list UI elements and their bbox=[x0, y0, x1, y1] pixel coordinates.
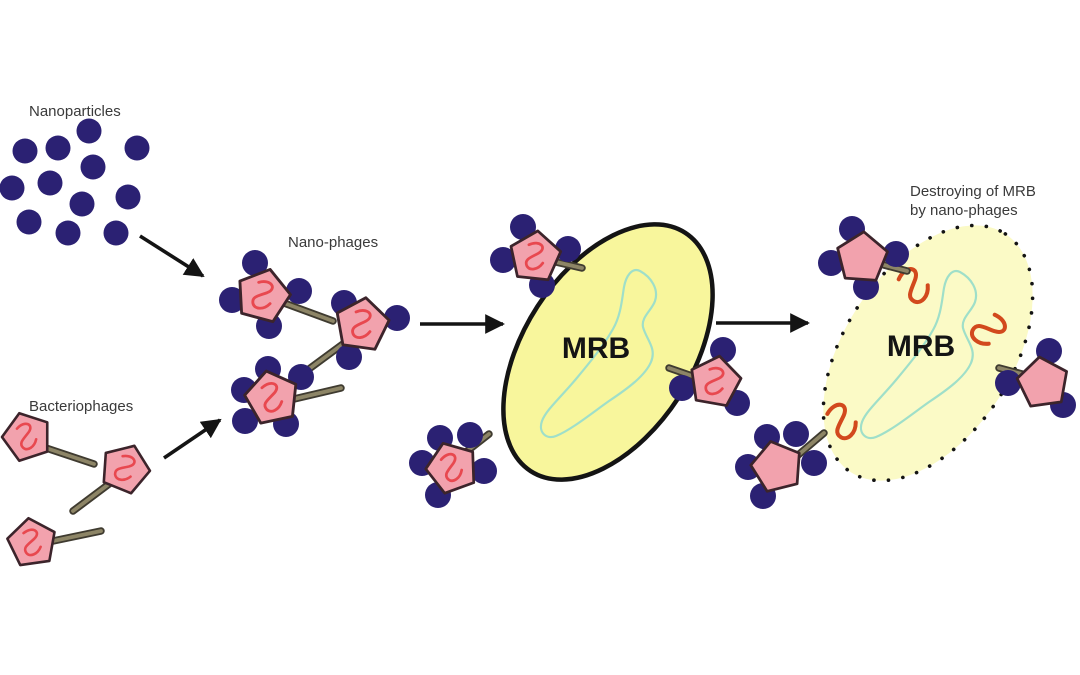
bacterial-dna-loop bbox=[859, 269, 978, 440]
nanoparticle bbox=[80, 154, 106, 180]
nanophages-label: Nano-phages bbox=[288, 234, 378, 251]
nanoparticle bbox=[55, 220, 81, 246]
nanoparticle bbox=[103, 220, 129, 246]
nanoparticle bbox=[384, 305, 410, 331]
nanoparticle bbox=[16, 209, 42, 235]
nanoparticle bbox=[490, 247, 516, 273]
nanoparticle bbox=[37, 170, 63, 196]
phage-tail bbox=[51, 529, 103, 543]
injected-phage-dna bbox=[825, 402, 858, 441]
nanoparticle bbox=[783, 421, 809, 447]
nano-phage bbox=[219, 250, 337, 339]
injected-phage-dna bbox=[896, 267, 930, 305]
nanoparticle bbox=[555, 236, 581, 262]
phage-dna bbox=[251, 280, 274, 310]
bacteriophage bbox=[6, 516, 105, 567]
bacterial-dna-loop bbox=[539, 268, 658, 439]
nano-phage bbox=[305, 290, 410, 373]
nanoparticle bbox=[883, 241, 909, 267]
phage-dna bbox=[113, 454, 136, 482]
process-arrow bbox=[139, 234, 205, 278]
nano-phage-empty bbox=[995, 338, 1076, 418]
nanoparticle bbox=[115, 184, 141, 210]
nanoparticle bbox=[471, 458, 497, 484]
nano-phage bbox=[231, 356, 345, 437]
phage-tail bbox=[44, 446, 96, 466]
nanoparticle bbox=[995, 370, 1021, 396]
nanoparticle bbox=[124, 135, 150, 161]
destroying-label-line2: by nano-phages bbox=[910, 202, 1018, 219]
bacteriophage bbox=[69, 444, 152, 515]
phage-dna bbox=[260, 381, 284, 413]
phage-tail bbox=[667, 366, 697, 379]
phage-dna bbox=[15, 422, 38, 451]
phage-tail bbox=[307, 339, 349, 371]
phage-tail bbox=[882, 263, 909, 273]
nanoparticle bbox=[286, 278, 312, 304]
nano-phage-attacking bbox=[665, 337, 750, 416]
nanoparticle bbox=[0, 175, 25, 201]
nanoparticle bbox=[45, 135, 71, 161]
nano-phage-empty bbox=[818, 216, 911, 300]
phage-dna bbox=[22, 528, 42, 557]
nanoparticle bbox=[457, 422, 483, 448]
nanoparticle bbox=[76, 118, 102, 144]
phage-dna bbox=[524, 241, 545, 271]
phage-capsid bbox=[102, 444, 152, 495]
nanoparticle bbox=[12, 138, 38, 164]
phage-capsid bbox=[238, 268, 292, 324]
phage-capsid bbox=[1015, 355, 1068, 408]
nanoparticle bbox=[801, 450, 827, 476]
process-arrow bbox=[162, 418, 222, 460]
injected-phage-dna bbox=[969, 312, 1007, 346]
nanoparticle bbox=[242, 250, 268, 276]
nano-phage-attacking bbox=[490, 214, 586, 298]
phage-tail bbox=[71, 482, 111, 513]
nanoparticle bbox=[818, 250, 844, 276]
phage-dna bbox=[704, 366, 725, 396]
nano-phage-empty bbox=[735, 421, 828, 509]
phage-tail bbox=[292, 386, 343, 401]
destroying-label-line1: Destroying of MRB bbox=[910, 183, 1036, 200]
phage-capsid bbox=[836, 230, 889, 282]
nano-phage-attacking bbox=[409, 422, 497, 508]
nanoparticle bbox=[69, 191, 95, 217]
phage-dna bbox=[351, 309, 372, 339]
phage-tail bbox=[554, 260, 584, 270]
bacteriophage bbox=[0, 411, 98, 468]
nanoparticle bbox=[669, 375, 695, 401]
phage-tail bbox=[282, 301, 335, 323]
nanoparticle-cluster bbox=[0, 118, 150, 246]
mrb-cell-label: MRB bbox=[562, 332, 630, 365]
nanoparticle bbox=[232, 408, 258, 434]
nanoparticles-label: Nanoparticles bbox=[29, 103, 121, 120]
nanoparticle bbox=[336, 344, 362, 370]
phage-capsid bbox=[749, 440, 801, 493]
phage-dna bbox=[439, 452, 464, 483]
nanoparticle bbox=[219, 287, 245, 313]
nanoparticle bbox=[510, 214, 536, 240]
bacteriophages-label: Bacteriophages bbox=[29, 398, 133, 415]
mrb-destroyed-cell-label: MRB bbox=[887, 330, 955, 363]
phage-tail bbox=[795, 431, 826, 458]
